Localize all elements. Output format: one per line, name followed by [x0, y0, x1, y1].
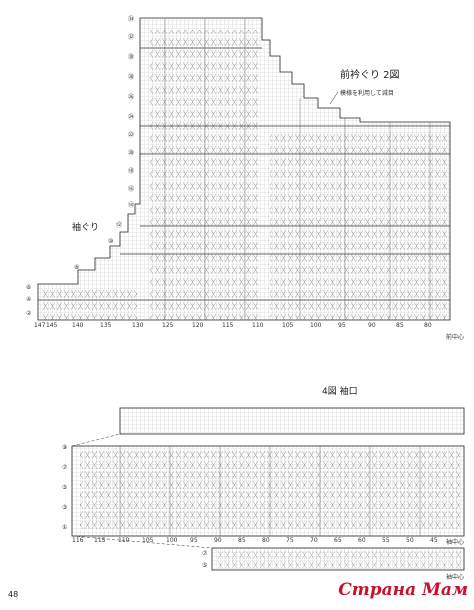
chart2-guides — [71, 433, 213, 549]
page-number: 48 — [8, 590, 19, 599]
chart1-note: 模様を利用して減目 — [340, 90, 394, 97]
chart2-center-label: 袖中心 — [446, 539, 465, 546]
note-leader — [329, 91, 339, 105]
chart1-center-label: 前中心 — [446, 334, 465, 341]
chart1-band-lines — [38, 47, 450, 301]
chart2-col-lines — [119, 446, 421, 536]
chart2-title: 4図 袖口 — [322, 387, 358, 397]
front-neck-chart — [37, 17, 451, 321]
chart1-title: 前衿ぐり 2図 — [340, 70, 400, 81]
watermark-logo: Страна Мам — [338, 580, 468, 600]
sleeve-cuff-chart — [71, 407, 465, 571]
chart3-center-label: 袖中心 — [446, 574, 465, 581]
armhole-label: 袖ぐり — [72, 223, 100, 233]
chart2-top-band — [119, 407, 465, 435]
chart1-col-lines — [164, 18, 431, 320]
